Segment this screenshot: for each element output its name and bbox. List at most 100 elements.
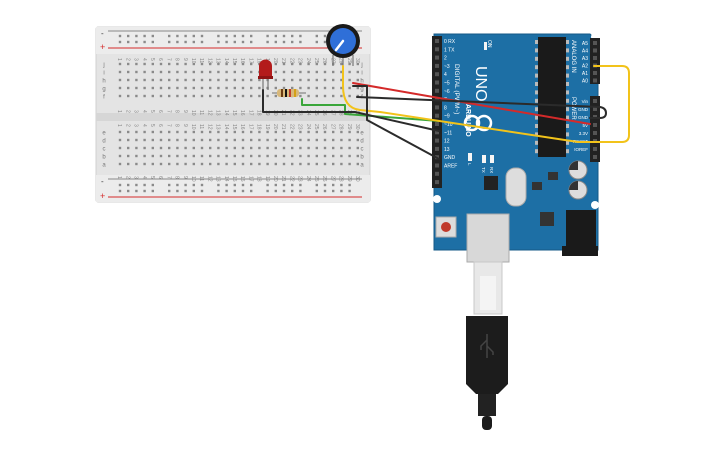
breadboard-hole [135, 78, 138, 82]
breadboard-hole [135, 62, 138, 66]
column-label: 11 [198, 124, 204, 129]
header-pin [593, 107, 597, 111]
breadboard-hole [225, 86, 228, 90]
breadboard-hole [299, 94, 302, 98]
digital-pin-label: 12 [444, 139, 450, 145]
rail-hole [299, 40, 302, 44]
rail-plus-bottom: + [100, 191, 105, 201]
power-header-label: POWER [570, 97, 576, 120]
column-label: 2 [124, 124, 130, 127]
rail-hole [274, 189, 277, 193]
column-label: 6 [157, 176, 163, 179]
chip-leg [566, 65, 569, 70]
chip-leg [535, 132, 538, 137]
breadboard-hole [323, 62, 327, 66]
breadboard-hole [315, 162, 318, 166]
breadboard-hole [323, 162, 327, 166]
breadboard-hole [200, 162, 204, 166]
row-label: f [103, 95, 105, 101]
breadboard-hole [159, 146, 163, 150]
breadboard-hole [176, 78, 179, 82]
breadboard-hole [299, 86, 302, 90]
breadboard-hole [135, 86, 138, 90]
breadboard-hole [315, 62, 318, 66]
breadboard-hole [307, 146, 310, 150]
breadboard-hole [176, 86, 179, 90]
column-label: 28 [338, 58, 344, 64]
column-label: 19 [264, 176, 270, 182]
column-label: 15 [231, 124, 237, 130]
rail-hole [118, 34, 122, 38]
column-label: 18 [256, 58, 262, 64]
rail-hole [176, 189, 179, 193]
rail-hole [217, 34, 220, 38]
breadboard-hole [200, 154, 204, 158]
breadboard-hole [200, 130, 204, 134]
reset-button[interactable] [441, 222, 451, 232]
column-label: 3 [133, 110, 139, 113]
rail-hole [323, 189, 327, 193]
rail-hole [127, 189, 130, 193]
header-pin [593, 147, 597, 151]
breadboard-hole [307, 94, 310, 98]
row-label: a [360, 163, 364, 169]
column-label: 18 [256, 110, 262, 116]
column-label: 16 [239, 124, 245, 130]
breadboard-hole [217, 146, 220, 150]
rail-hole [127, 34, 130, 38]
breadboard-hole [127, 78, 130, 82]
breadboard-hole [217, 94, 220, 98]
breadboard-hole [282, 154, 286, 158]
breadboard-hole [192, 70, 195, 74]
digital-pin-label: AREF [444, 164, 457, 170]
breadboard-hole [241, 130, 245, 134]
breadboard-hole [250, 70, 253, 74]
rail-hole [323, 183, 327, 187]
breadboard-hole [200, 138, 204, 142]
breadboard-hole [299, 78, 302, 82]
digital-pin-label: ~11 [444, 130, 452, 136]
column-label: 15 [231, 176, 237, 182]
column-label: 28 [338, 124, 344, 130]
breadboard-hole [323, 130, 327, 134]
breadboard-hole [159, 94, 163, 98]
breadboard-hole [192, 138, 195, 142]
chip-leg [535, 90, 538, 95]
header-pin [593, 123, 597, 127]
rail-hole [184, 189, 187, 193]
breadboard-hole [315, 78, 318, 82]
breadboard-hole [127, 138, 130, 142]
digital-pin-label: 4 [444, 72, 447, 78]
breadboard-hole [192, 154, 195, 158]
breadboard-hole [332, 154, 335, 158]
column-label: 4 [141, 58, 147, 61]
rail-hole [323, 40, 327, 44]
rail-hole [340, 189, 343, 193]
header-pin [435, 105, 439, 110]
row-label: c [103, 147, 106, 153]
breadboard-hole [323, 146, 327, 150]
breadboard-hole [332, 138, 335, 142]
breadboard-hole [151, 78, 154, 82]
breadboard-hole [209, 70, 212, 74]
column-label: 13 [215, 124, 221, 130]
rail-hole [282, 34, 286, 38]
column-label: 2 [124, 58, 130, 61]
breadboard-hole [184, 146, 187, 150]
column-label: 14 [223, 58, 229, 64]
breadboard-hole [323, 86, 327, 90]
column-label: 19 [264, 124, 270, 130]
column-label: 8 [174, 58, 180, 61]
breadboard-hole [299, 146, 302, 150]
breadboard-hole [217, 78, 220, 82]
rail-hole [176, 34, 179, 38]
breadboard-hole [233, 138, 236, 142]
rail-hole [192, 40, 195, 44]
breadboard-hole [274, 154, 277, 158]
breadboard-hole [184, 154, 187, 158]
column-label: 17 [247, 110, 253, 116]
breadboard-hole [356, 162, 359, 166]
rail-hole [348, 189, 351, 193]
breadboard-hole [118, 146, 122, 150]
breadboard-hole [143, 154, 146, 158]
